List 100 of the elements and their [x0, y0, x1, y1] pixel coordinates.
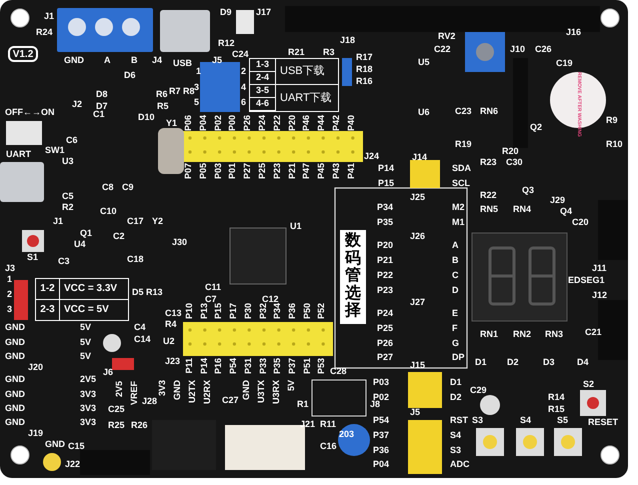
silkscreen-label: R11: [320, 420, 336, 429]
silkscreen-label: 3V3: [80, 404, 96, 413]
silkscreen-label: 6: [241, 98, 246, 107]
silkscreen-label: 5: [194, 98, 200, 107]
jumper-table: [249, 58, 339, 112]
silkscreen-label: P24: [377, 309, 394, 318]
silkscreen-label: RN5: [480, 205, 498, 214]
silkscreen-label: C11: [205, 283, 222, 292]
silkscreen-label: 2V5: [80, 375, 96, 384]
silkscreen-label: GND: [242, 380, 251, 400]
silkscreen-label: D4: [577, 358, 589, 367]
silkscreen-label: 3: [194, 83, 200, 92]
silkscreen-label: U3TX: [257, 380, 266, 404]
silkscreen-label: R1: [297, 400, 309, 409]
silkscreen-label: UART: [6, 150, 31, 159]
silkscreen-label: S4: [450, 431, 462, 440]
silkscreen-label: P33: [258, 358, 268, 374]
voltage-table: [35, 278, 129, 321]
silkscreen-label: P24: [258, 115, 267, 132]
silkscreen-label: P42: [332, 115, 341, 132]
silkscreen-label: C10: [100, 207, 117, 216]
silkscreen-label: C27: [222, 396, 239, 405]
silkscreen-text: 2-3: [40, 303, 55, 318]
silkscreen-label: C5: [62, 192, 74, 201]
silkscreen-label: P47: [302, 163, 312, 180]
silkscreen-label: S2: [583, 380, 594, 389]
silkscreen-label: 2: [7, 290, 12, 299]
silkscreen-label: P46: [302, 115, 312, 132]
silkscreen-label: R12: [218, 39, 235, 48]
silkscreen-label: R10: [606, 140, 623, 149]
silkscreen-label: R19: [455, 140, 472, 149]
silkscreen-label: B: [131, 56, 138, 65]
silkscreen-label: C25: [108, 405, 125, 414]
silkscreen-label: R15: [548, 405, 565, 414]
silkscreen-label: 1: [7, 275, 12, 284]
silkscreen-label: RST: [450, 416, 468, 425]
silkscreen-label: RN4: [513, 205, 532, 214]
silkscreen-label: P21: [288, 163, 297, 180]
silkscreen-label: U2TX: [188, 380, 197, 404]
silkscreen-label: R26: [131, 421, 148, 430]
silkscreen-label: U2RX: [203, 380, 212, 404]
silkscreen-label: P03: [373, 378, 390, 387]
silkscreen-label: P16: [214, 358, 224, 374]
silkscreen-label: P25: [377, 324, 394, 333]
silkscreen-label: S4: [520, 416, 532, 425]
silkscreen-label: P22: [272, 115, 282, 132]
silkscreen-label: P02: [373, 393, 390, 402]
version-badge: [8, 46, 38, 62]
silkscreen-label: R18: [356, 65, 373, 74]
silkscreen-label: A: [452, 241, 458, 250]
silkscreen-label: P40: [346, 115, 356, 132]
silkscreen-label: P11: [185, 358, 194, 374]
silkscreen-label: 5V: [80, 352, 92, 361]
silkscreen-label: C23: [455, 107, 472, 116]
silkscreen-label: 3V3: [80, 390, 96, 399]
silkscreen-label: D1: [475, 358, 487, 367]
silkscreen-label: 5V: [80, 323, 92, 332]
silkscreen-label: C3: [58, 257, 70, 266]
silkscreen-label: P53: [317, 358, 326, 374]
silkscreen-label: U6: [418, 108, 430, 117]
silkscreen-label: C29: [470, 386, 487, 395]
silkscreen-label: P26: [377, 339, 394, 348]
silkscreen-label: P27: [377, 353, 394, 362]
silkscreen-label: J6: [103, 368, 114, 377]
silkscreen-label: R9: [606, 116, 618, 125]
label-plate: [340, 230, 366, 324]
silkscreen-label: P21: [377, 256, 394, 265]
silkscreen-label: J1: [53, 217, 64, 226]
silkscreen-label: J26: [410, 232, 426, 241]
silkscreen-label: C: [452, 271, 458, 280]
silkscreen-label: GND: [45, 440, 65, 449]
silkscreen-label: P20: [288, 115, 297, 132]
silkscreen-label: D8: [96, 90, 108, 99]
silkscreen-label: P14: [200, 358, 209, 374]
silkscreen-label: J11: [592, 264, 607, 273]
silkscreen-label: VREF: [130, 381, 139, 406]
silkscreen-label: P15: [214, 303, 224, 320]
silkscreen-text: 数码管选择: [345, 232, 361, 322]
silkscreen-label: R14: [548, 393, 565, 402]
silkscreen-label: P34: [273, 303, 282, 320]
silkscreen-text: UART下载: [280, 90, 332, 106]
silkscreen-label: R20: [502, 147, 519, 156]
silkscreen-label: C8: [102, 183, 114, 192]
silkscreen-label: 3V3: [80, 418, 96, 427]
silkscreen-label: U4: [74, 240, 86, 249]
silkscreen-label: J16: [566, 28, 582, 37]
silkscreen-label: SCL: [452, 179, 470, 188]
silkscreen-label: 2: [241, 67, 246, 76]
silkscreen-label: M2: [452, 203, 465, 212]
silkscreen-label: SDA: [452, 164, 472, 173]
silkscreen-label: C26: [535, 45, 552, 54]
silkscreen-label: C9: [122, 183, 134, 192]
silkscreen-label: P05: [198, 163, 208, 180]
silkscreen-label: R13: [146, 288, 163, 297]
silkscreen-label: U1: [290, 222, 302, 231]
silkscreen-label: P20: [377, 241, 394, 250]
silkscreen-label: M1: [452, 218, 465, 227]
silkscreen-label: J20: [28, 363, 44, 372]
silkscreen-label: F: [452, 324, 458, 333]
silkscreen-label: GND: [64, 56, 84, 65]
